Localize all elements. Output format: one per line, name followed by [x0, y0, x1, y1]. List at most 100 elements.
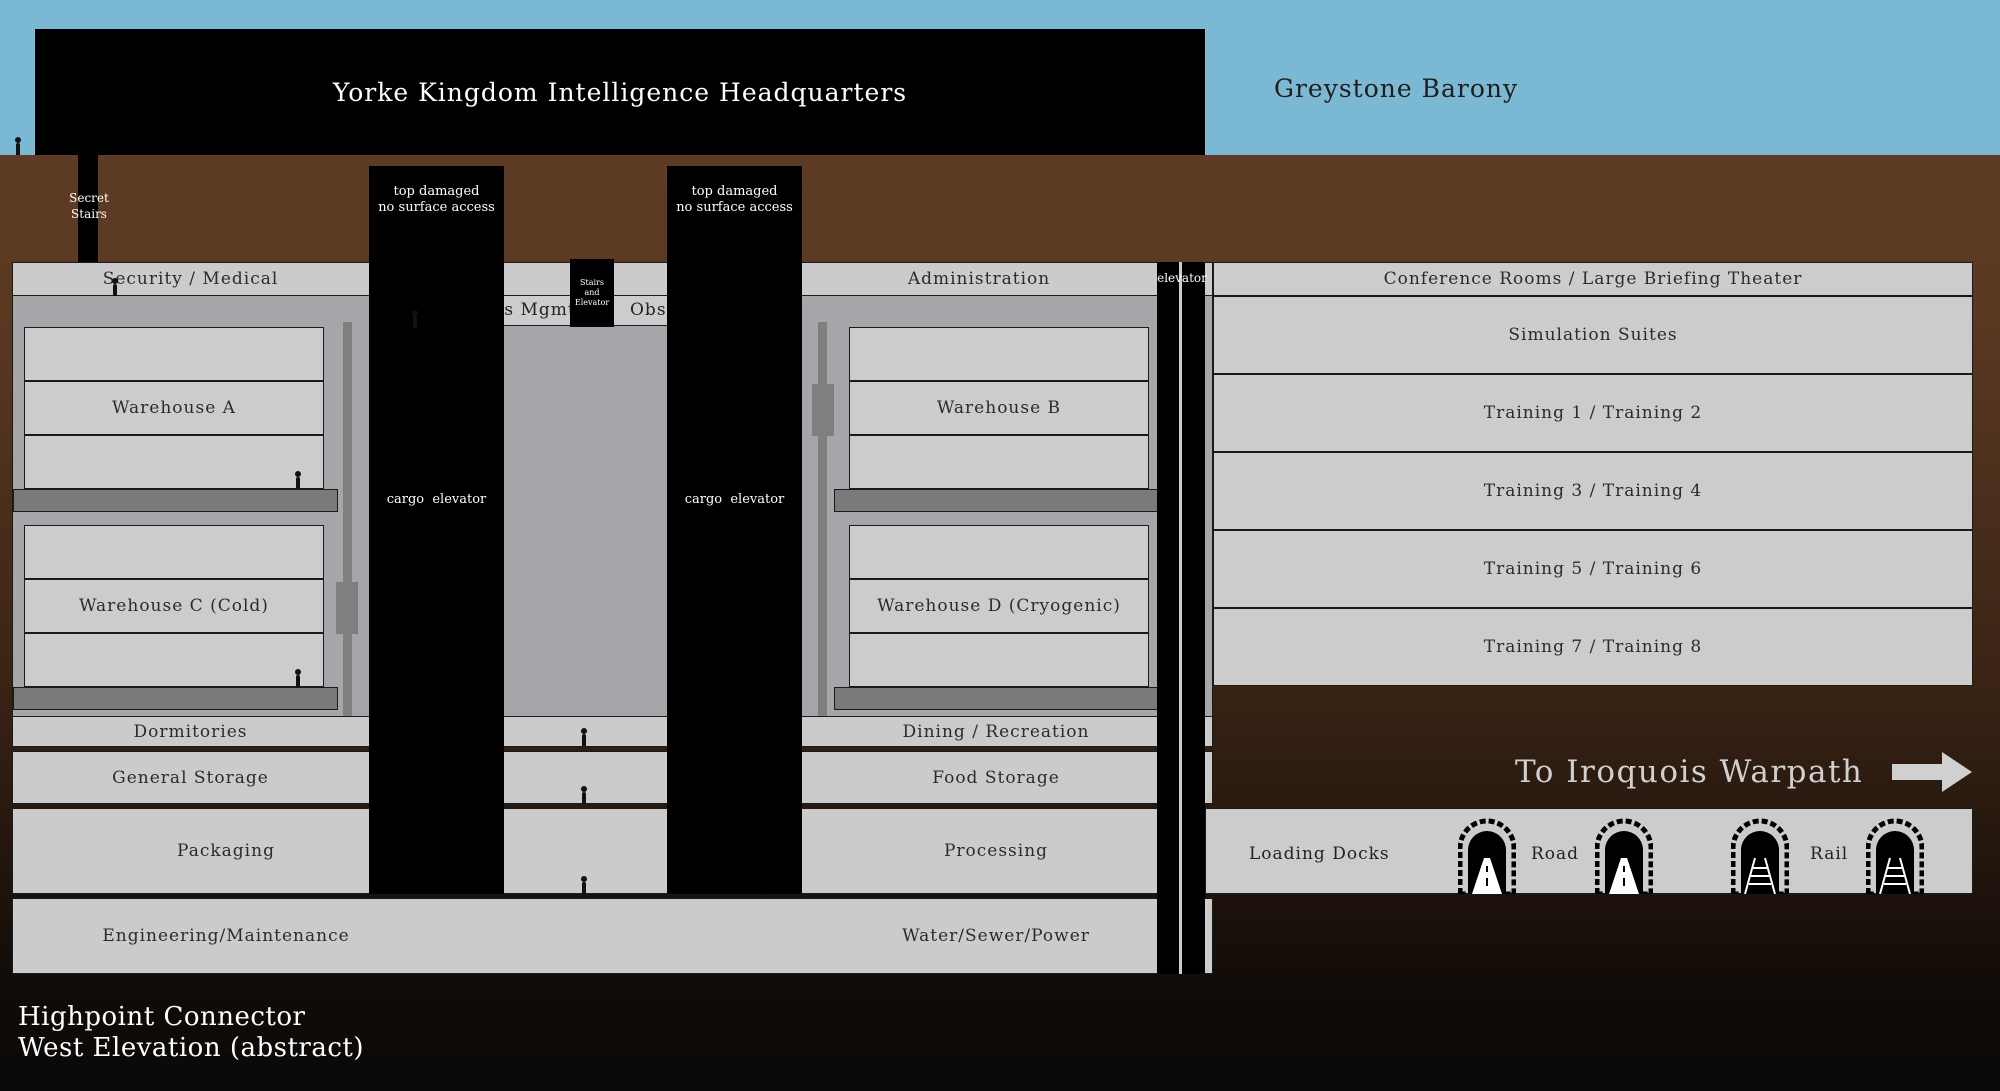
training-78-label: Training 7 / Training 8: [1483, 637, 1703, 657]
right-lift-car: [812, 384, 834, 436]
room-dining-recreation: Dining / Recreation: [802, 716, 1190, 747]
shaft-top-right-line-2: no surface access: [676, 200, 793, 215]
caption-line-1: Highpoint Connector: [18, 1002, 306, 1032]
room-simulation: Simulation Suites: [1213, 296, 1973, 374]
rail-tunnel-icon: [1866, 818, 1924, 894]
secret-stairs-line-1: Secret: [69, 191, 109, 205]
room-food-storage: Food Storage: [802, 751, 1190, 804]
training-34-label: Training 3 / Training 4: [1483, 481, 1703, 501]
utility-level-band: [12, 898, 1213, 974]
room-dormitories: Dormitories: [12, 716, 369, 747]
shaft-top-left-line-2: no surface access: [378, 200, 495, 215]
room-general-storage: General Storage: [12, 751, 369, 804]
warehouse-b-floor: [834, 489, 1158, 512]
room-training-1-2: Training 1 / Training 2: [1213, 374, 1973, 452]
elevator-shaft-divider: [1179, 262, 1182, 974]
security-medical-label: Security / Medical: [102, 269, 279, 289]
warehouse-b: Warehouse B: [849, 381, 1149, 435]
warehouse-d-shelf-3: [849, 633, 1149, 687]
water-power-label: Water/Sewer/Power: [902, 926, 1090, 946]
general-storage-label: General Storage: [112, 767, 269, 788]
dormitory-level-band: [12, 716, 1213, 747]
secret-stairs-shaft: [78, 155, 98, 296]
headquarters-building: Yorke Kingdom Intelligence Headquarters: [35, 29, 1205, 155]
room-security-medical: Security / Medical: [12, 262, 369, 296]
warehouse-d-shelf-1: [849, 525, 1149, 579]
stairs-elevator-box: [570, 259, 614, 327]
stairs-elevator-line-2: and: [584, 288, 600, 297]
rail-label: Rail: [1810, 844, 1849, 864]
simulation-label: Simulation Suites: [1508, 325, 1678, 345]
training-56-label: Training 5 / Training 6: [1483, 559, 1703, 579]
room-water-power: Water/Sewer/Power: [802, 898, 1190, 974]
right-lift-rail: [818, 322, 827, 716]
room-processing: Processing: [802, 808, 1190, 894]
cargo-elevator-shaft-left: [369, 166, 504, 894]
processing-level-band: [12, 808, 1213, 894]
stairs-elevator-line-1: Stairs: [580, 278, 604, 287]
right-arrow-icon: [1892, 752, 1972, 792]
headquarters-label: Yorke Kingdom Intelligence Headquarters: [332, 77, 908, 107]
elevator-label: elevator: [1157, 271, 1207, 285]
warehouse-a-floor: [13, 489, 338, 512]
stairs-elevator-label: Stairs and Elevator: [570, 278, 614, 308]
diagram-caption: Highpoint Connector West Elevation (abst…: [18, 1002, 364, 1064]
training-12-label: Training 1 / Training 2: [1483, 403, 1703, 423]
warehouse-a-label: Warehouse A: [112, 398, 236, 418]
stairs-elevator-line-3: Elevator: [574, 298, 610, 307]
room-training-5-6: Training 5 / Training 6: [1213, 530, 1973, 608]
secret-stairs-line-2: Stairs: [71, 207, 107, 221]
room-loading-docks: [1205, 808, 1973, 894]
person-icon: [412, 310, 418, 328]
warehouse-b-shelf-1: [849, 327, 1149, 381]
administration-label: Administration: [907, 269, 1051, 289]
cargo-elevator-shaft-right: [667, 166, 802, 894]
warehouse-a-shelf-3: [24, 435, 324, 489]
road-tunnel-icon: [1595, 818, 1653, 894]
cargo-elevator-right-label: cargo elevator: [684, 492, 785, 507]
shaft-top-left-label: top damaged no surface access: [369, 184, 504, 216]
room-packaging: Packaging: [12, 808, 440, 894]
dormitories-label: Dormitories: [133, 721, 248, 742]
room-engineering: Engineering/Maintenance: [12, 898, 440, 974]
road-label: Road: [1531, 844, 1580, 864]
warpath-label: To Iroquois Warpath: [1515, 754, 1864, 790]
warehouse-c: Warehouse C (Cold): [24, 579, 324, 633]
conference-label: Conference Rooms / Large Briefing Theate…: [1383, 269, 1803, 289]
room-conference: Conference Rooms / Large Briefing Theate…: [1213, 262, 1973, 296]
secret-stairs-label: Secret Stairs: [55, 190, 123, 222]
warehouse-c-floor: [13, 687, 338, 710]
loading-docks-label: Loading Docks: [1249, 844, 1390, 864]
warehouse-a-shelf-1: [24, 327, 324, 381]
person-icon: [295, 669, 301, 687]
warehouse-c-shelf-1: [24, 525, 324, 579]
rail-tunnel-icon: [1731, 818, 1789, 894]
room-administration: Administration: [802, 262, 1156, 296]
left-lift-car: [336, 582, 358, 634]
warehouse-c-shelf-3: [24, 633, 324, 687]
person-icon: [581, 728, 587, 746]
person-icon: [581, 786, 587, 804]
packaging-label: Packaging: [177, 841, 275, 861]
person-icon: [295, 471, 301, 489]
left-lift-rail: [343, 322, 352, 716]
warehouse-a: Warehouse A: [24, 381, 324, 435]
person-icon: [112, 278, 118, 296]
engineering-label: Engineering/Maintenance: [102, 926, 350, 946]
dining-label: Dining / Recreation: [902, 721, 1090, 742]
shaft-top-right-line-1: top damaged: [691, 184, 778, 199]
shaft-top-left-line-1: top damaged: [393, 184, 480, 199]
warehouse-b-label: Warehouse B: [936, 398, 1062, 418]
cargo-elevator-left-label: cargo elevator: [386, 492, 487, 507]
warehouse-d-label: Warehouse D (Cryogenic): [877, 596, 1121, 616]
road-tunnel-icon: [1458, 818, 1516, 894]
storage-level-band: [12, 751, 1213, 804]
warehouse-d-floor: [834, 687, 1158, 710]
caption-line-2: West Elevation (abstract): [18, 1033, 365, 1063]
barony-label: Greystone Barony: [1274, 74, 1519, 103]
person-icon: [15, 137, 21, 155]
warehouse-d: Warehouse D (Cryogenic): [849, 579, 1149, 633]
room-training-3-4: Training 3 / Training 4: [1213, 452, 1973, 530]
processing-label: Processing: [943, 841, 1049, 861]
warehouse-c-label: Warehouse C (Cold): [79, 596, 269, 616]
